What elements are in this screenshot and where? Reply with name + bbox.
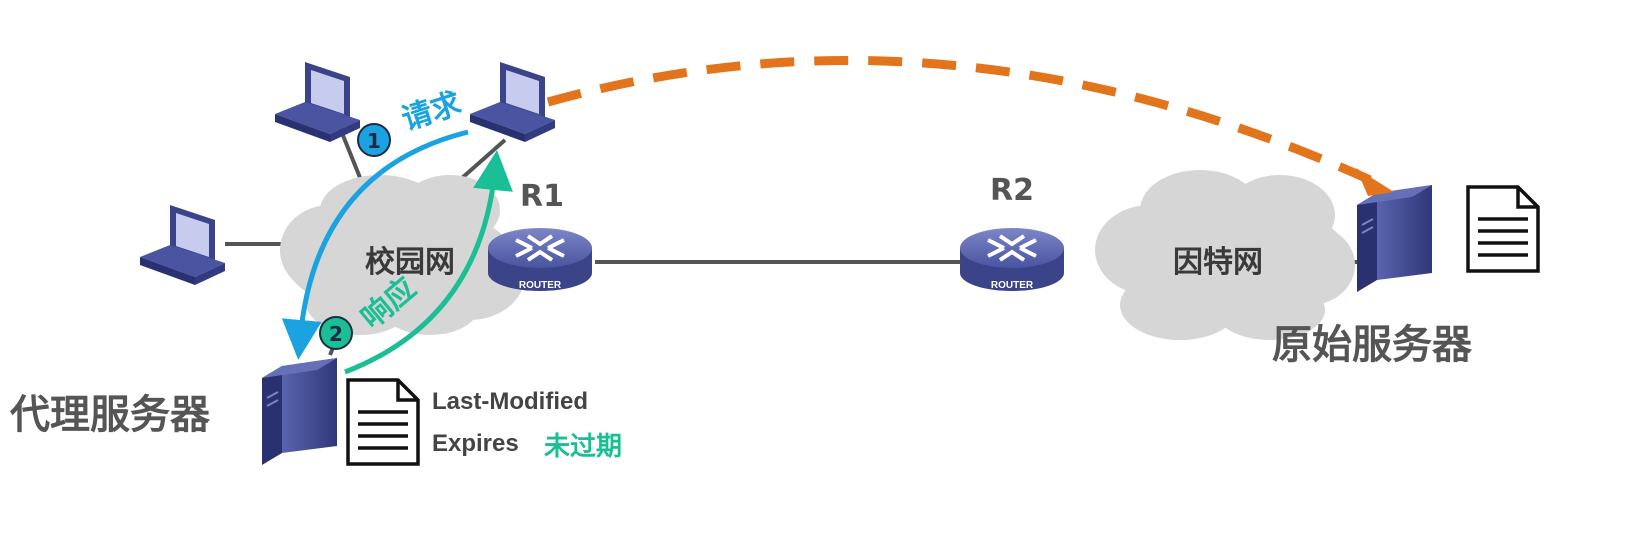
svg-text:1: 1 bbox=[367, 129, 381, 153]
last-modified-field: Last-Modified bbox=[432, 388, 588, 415]
document-icon bbox=[346, 378, 420, 466]
r1-label: R1 bbox=[520, 179, 564, 214]
r2-label: R2 bbox=[990, 173, 1034, 208]
server-icon[interactable] bbox=[1357, 185, 1432, 292]
link-pc-top-right bbox=[460, 138, 507, 180]
computer-icon[interactable] bbox=[470, 62, 555, 142]
proxy-server-label: 代理服务器 bbox=[9, 392, 211, 438]
cloud-icon bbox=[1095, 170, 1355, 340]
computer-icon[interactable] bbox=[140, 205, 225, 285]
request-label: 请求 bbox=[398, 86, 466, 138]
server-icon[interactable] bbox=[262, 358, 337, 465]
svg-text:2: 2 bbox=[329, 322, 343, 346]
not-expired-badge: 未过期 bbox=[544, 432, 622, 462]
router-icon[interactable]: ROUTER bbox=[488, 228, 592, 291]
step-1-badge: 1 bbox=[357, 123, 391, 157]
document-icon bbox=[1466, 185, 1540, 273]
step-2-badge: 2 bbox=[319, 316, 353, 350]
internet-label: 因特网 bbox=[1173, 245, 1263, 280]
campus-network-label: 校园网 bbox=[365, 245, 455, 280]
router-badge: ROUTER bbox=[991, 280, 1034, 291]
router-badge: ROUTER bbox=[519, 280, 562, 291]
forward-request-arrow bbox=[546, 55, 1372, 185]
computer-icon[interactable] bbox=[275, 62, 360, 142]
expires-field: Expires bbox=[432, 430, 519, 457]
request-arrow bbox=[281, 129, 469, 360]
arrowhead-icon bbox=[1356, 168, 1394, 196]
router-icon[interactable]: ROUTER bbox=[960, 228, 1064, 291]
origin-server-label: 原始服务器 bbox=[1272, 322, 1473, 368]
response-arrow bbox=[344, 150, 513, 375]
